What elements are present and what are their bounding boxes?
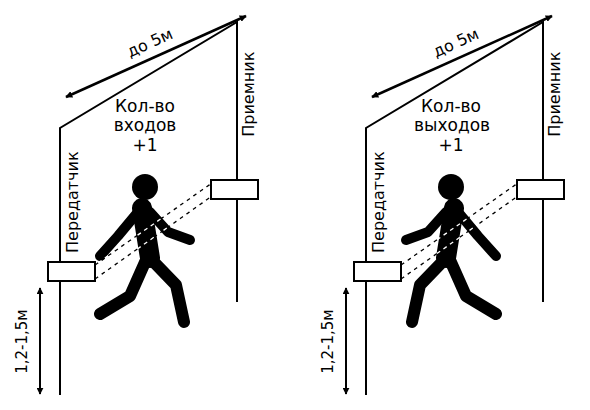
height-dimension: 1,2-1,5м [13,310,30,374]
height-dimension: 1,2-1,5м [319,310,336,374]
receiver-label: Приемник [241,51,259,136]
entry-counter: Кол-во входов +1 [108,97,182,156]
exit-panel [346,16,564,395]
entry-panel [40,16,258,395]
transmitter-label: Передатчик [370,151,388,253]
receiver-label: Приемник [547,51,565,136]
transmitter-label: Передатчик [64,151,82,253]
width-dimension: до 5м [124,25,176,61]
exit-counter: Кол-во выходов +1 [414,97,488,156]
width-dimension: до 5м [430,25,482,61]
